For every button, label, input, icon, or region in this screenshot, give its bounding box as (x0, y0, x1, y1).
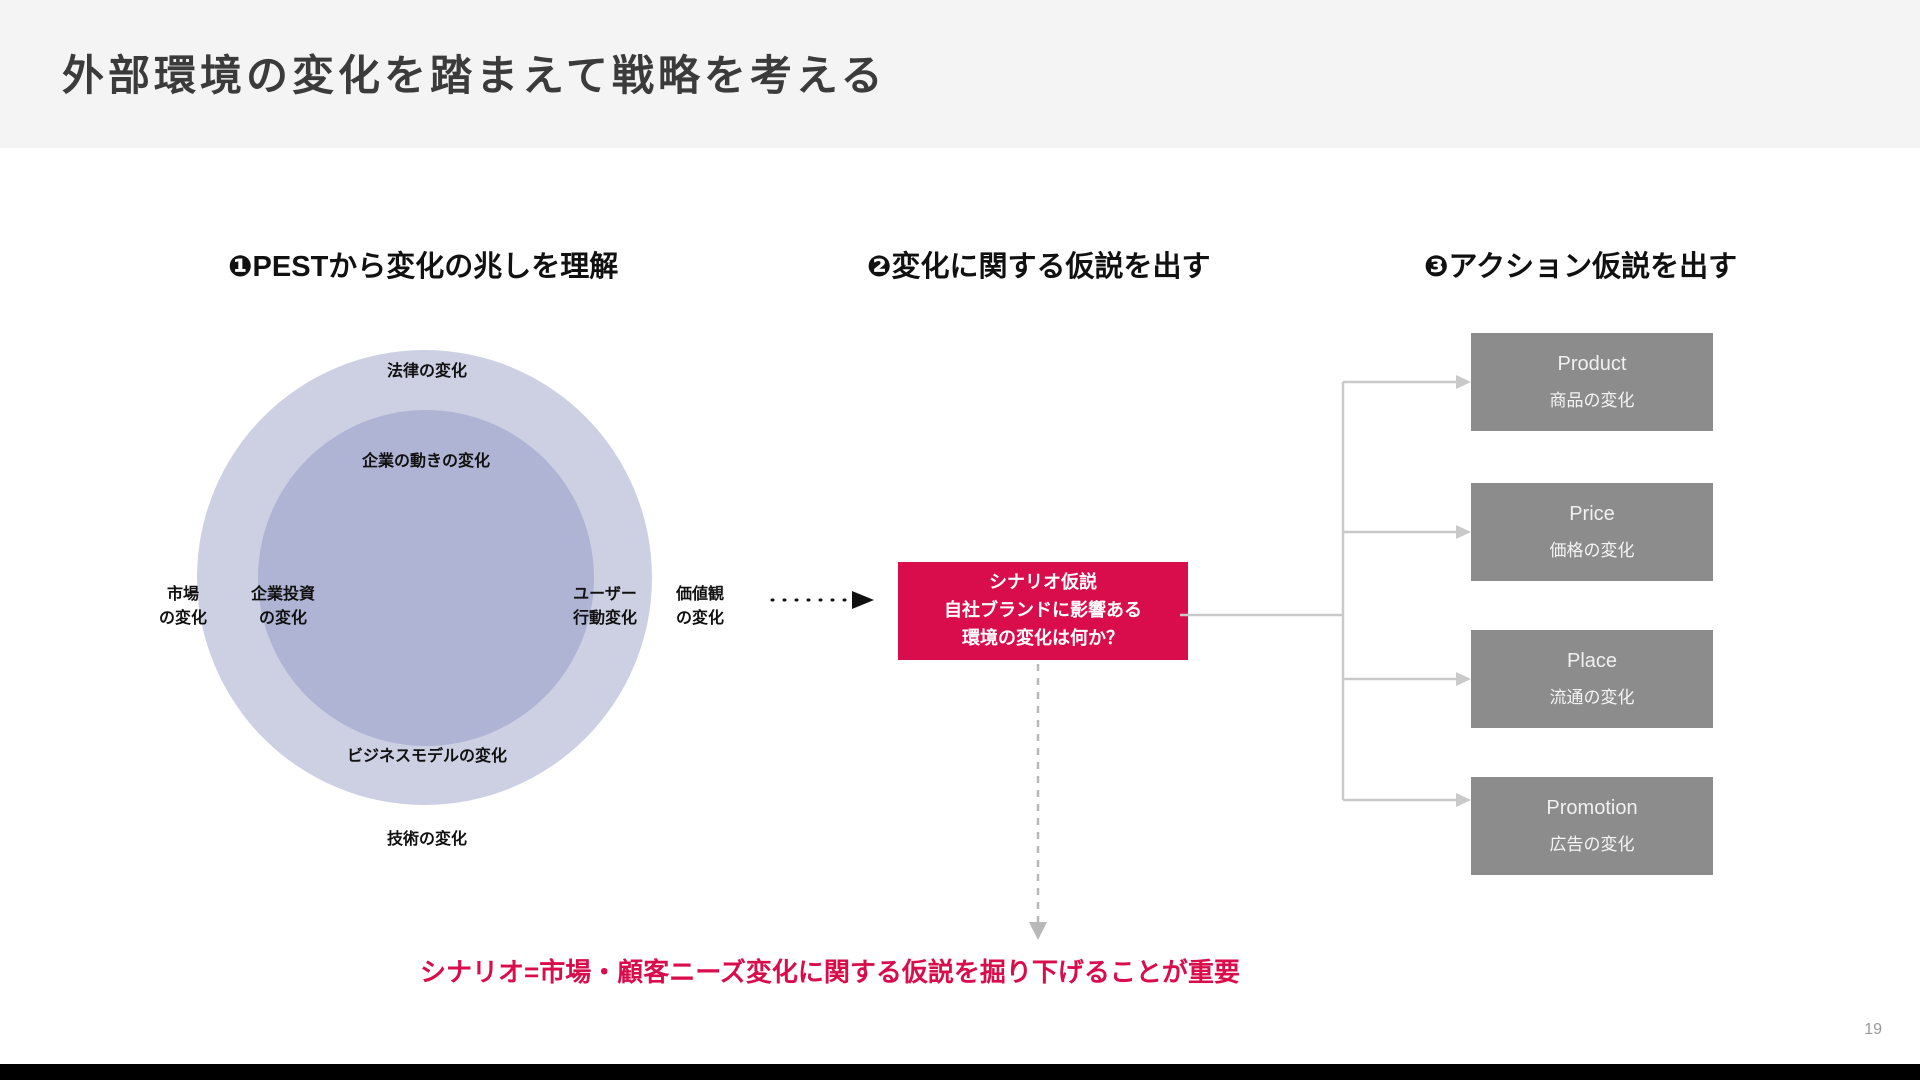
four-p-desc-promotion: 広告の変化 (1549, 835, 1635, 855)
pest-label-corporate-movement: 企業の動きの変化 (361, 453, 490, 470)
scenario-line-3: 環境の変化は何か？ (962, 627, 1124, 648)
pest-label-user-behavior-line1: ユーザー (573, 586, 637, 603)
four-p-title-product: Product (1557, 353, 1627, 376)
pest-label-business-model: ビジネスモデルの変化 (346, 748, 507, 765)
four-p-desc-place: 流通の変化 (1549, 688, 1635, 708)
pest-label-corporate-investment-line1: 企業投資 (250, 586, 315, 603)
step-header-1: ❶PESTから変化の兆しを理解 (228, 251, 619, 283)
pest-label-user-behavior: ユーザー 行動変化 (550, 583, 660, 631)
footnote-inner-text: シナリオ=市場・顧客ニーズ変化に関する仮説を掘り下げることが重要 (420, 957, 1240, 987)
dashed-down-arrow-icon (1029, 664, 1047, 940)
scenario-hypothesis-box[interactable]: シナリオ仮説 自社ブランドに影響ある 環境の変化は何か？ (898, 562, 1188, 660)
page-title: 外部環境の変化を踏まえて戦略を考える (62, 52, 887, 99)
four-p-desc-price: 価格の変化 (1549, 541, 1635, 561)
header-band (0, 0, 1920, 148)
pest-label-technology: 技術の変化 (386, 831, 467, 848)
pest-label-values: 価値観 の変化 (657, 583, 743, 631)
connector-tree (1180, 375, 1471, 807)
bottom-bar (0, 1064, 1920, 1080)
four-p-box-promotion[interactable]: Promotion 広告の変化 (1471, 777, 1713, 875)
four-p-title-place: Place (1566, 650, 1618, 673)
pest-label-corporate-investment: 企業投資 の変化 (228, 583, 338, 631)
pest-label-market: 市場 の変化 (140, 583, 226, 631)
pest-label-user-behavior-line2: 行動変化 (572, 610, 637, 627)
pest-label-legal: 法律の変化 (386, 363, 467, 380)
pest-label-values-line2: の変化 (675, 610, 724, 627)
scenario-line-1: シナリオ仮説 (989, 572, 1097, 593)
pest-label-market-line2: の変化 (158, 610, 207, 627)
pest-inner-circle (258, 410, 594, 746)
pest-label-corporate-investment-line2: の変化 (258, 610, 307, 627)
pest-label-market-line1: 市場 (166, 586, 199, 603)
page-number: 19 (1864, 1021, 1882, 1038)
four-p-box-price[interactable]: Price 価格の変化 (1471, 483, 1713, 581)
four-p-box-place[interactable]: Place 流通の変化 (1471, 630, 1713, 728)
scenario-line-2: 自社ブランドに影響ある (944, 600, 1142, 621)
footnote-text: シナリオ=市場・顧客ニーズ変化に関する仮説を掘り下げることが重要 (0, 952, 1920, 989)
dotted-arrow-icon (770, 591, 874, 609)
step-header-2: ❷変化に関する仮説を出す (867, 251, 1211, 283)
four-p-desc-product: 商品の変化 (1549, 391, 1635, 411)
four-p-title-price: Price (1569, 503, 1615, 526)
pest-label-values-line1: 価値観 (675, 586, 724, 603)
four-p-title-promotion: Promotion (1546, 797, 1638, 820)
step-header-3: ❸アクション仮説を出す (1424, 251, 1738, 283)
four-p-box-product[interactable]: Product 商品の変化 (1471, 333, 1713, 431)
